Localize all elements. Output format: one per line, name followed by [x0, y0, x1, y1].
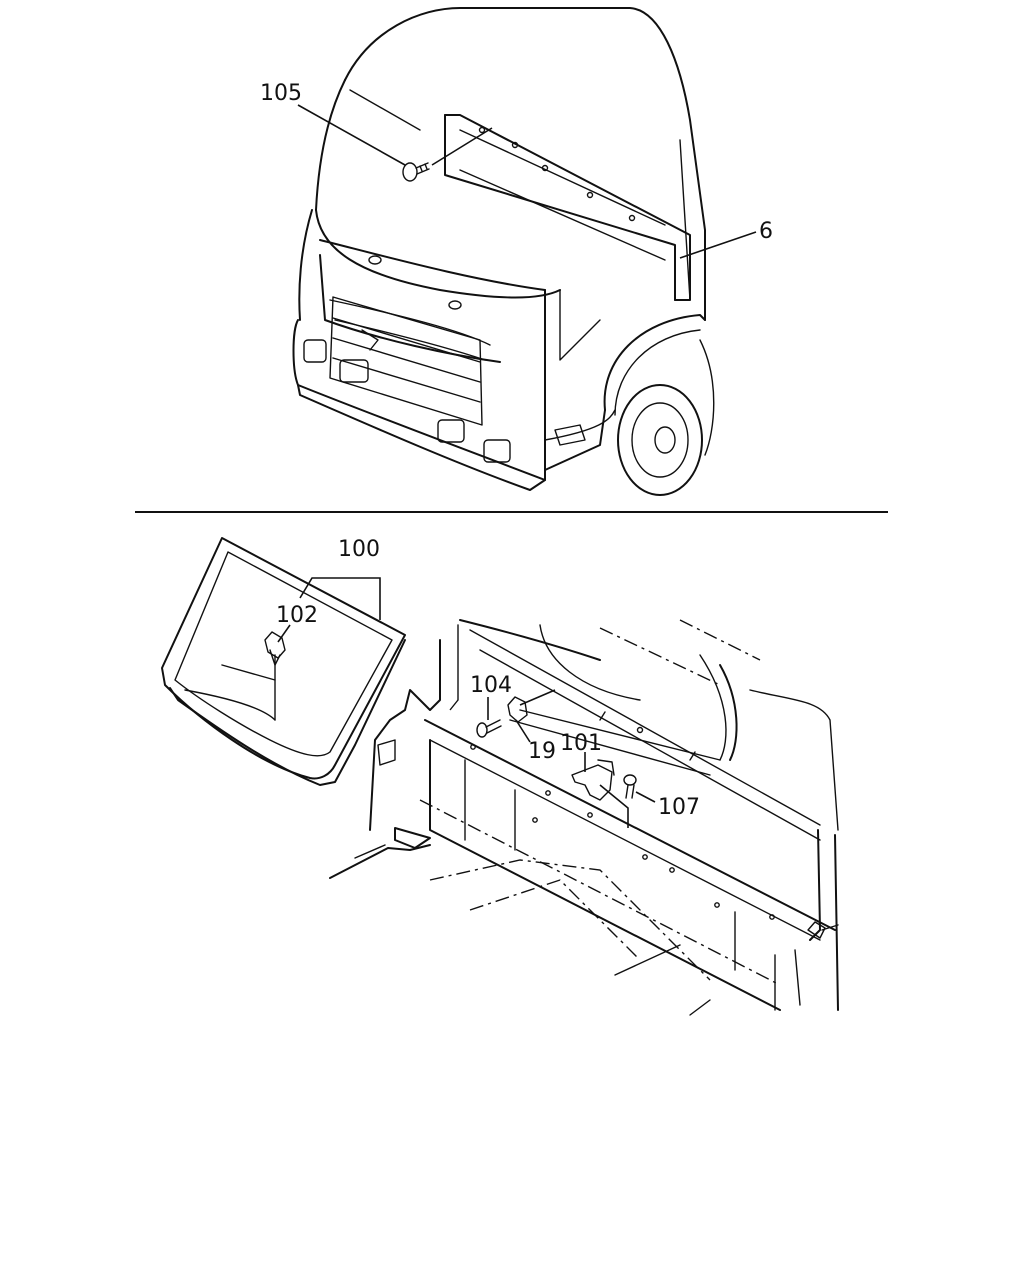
cab-interior-illustration	[329, 619, 839, 1016]
leader-19-b	[519, 689, 556, 706]
callout-6: 6	[759, 219, 773, 244]
screw-104-icon	[476, 719, 502, 738]
hatch-cover-illustration	[161, 537, 406, 786]
callout-19: 19	[528, 739, 556, 764]
callout-102: 102	[276, 603, 318, 628]
callout-100: 100	[338, 537, 380, 562]
leader-19	[515, 719, 531, 743]
screw-105-icon	[402, 162, 430, 182]
leader-6	[679, 231, 757, 259]
truck-cab-illustration	[292, 7, 715, 496]
bracket-101-icon	[571, 759, 615, 801]
leader-101-b	[599, 784, 629, 828]
bracket-19-icon	[507, 696, 528, 723]
leader-105	[297, 104, 406, 166]
leader-105-b	[431, 127, 493, 166]
leader-102	[277, 624, 291, 643]
screw-107-icon	[623, 774, 637, 799]
leader-107	[635, 791, 656, 803]
corner-clip-icon	[807, 921, 826, 939]
clip-102-icon	[264, 631, 286, 666]
leader-100	[299, 577, 381, 620]
callout-107: 107	[658, 795, 700, 820]
callout-104: 104	[470, 673, 512, 698]
callout-105: 105	[260, 81, 302, 106]
callout-101: 101	[560, 731, 602, 756]
